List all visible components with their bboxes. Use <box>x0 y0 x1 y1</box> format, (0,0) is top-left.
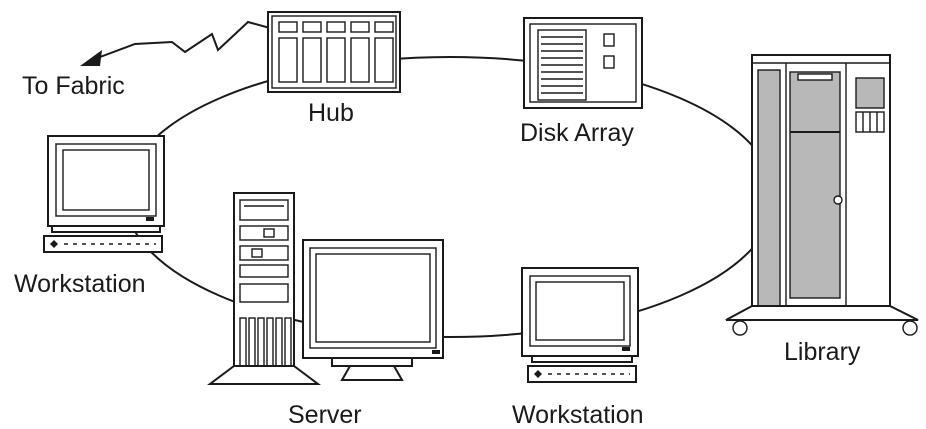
disk-array-label: Disk Array <box>520 119 634 147</box>
workstation-left-icon <box>43 135 165 253</box>
hub-label: Hub <box>308 99 354 127</box>
tape-library-icon <box>725 54 919 336</box>
server-monitor-icon <box>302 239 444 381</box>
workstation-bottom-label: Workstation <box>512 401 644 429</box>
workstation-left-label: Workstation <box>14 270 146 298</box>
workstation-bottom-icon <box>521 267 639 383</box>
fc-loop-ring <box>124 56 776 338</box>
server-tower-icon <box>207 192 321 385</box>
disk-array-icon <box>523 17 643 109</box>
to-fabric-label: To Fabric <box>22 72 125 100</box>
hub-icon <box>267 11 401 93</box>
fabric-link-arrow <box>80 20 271 66</box>
server-label: Server <box>288 401 362 429</box>
library-label: Library <box>784 338 861 366</box>
